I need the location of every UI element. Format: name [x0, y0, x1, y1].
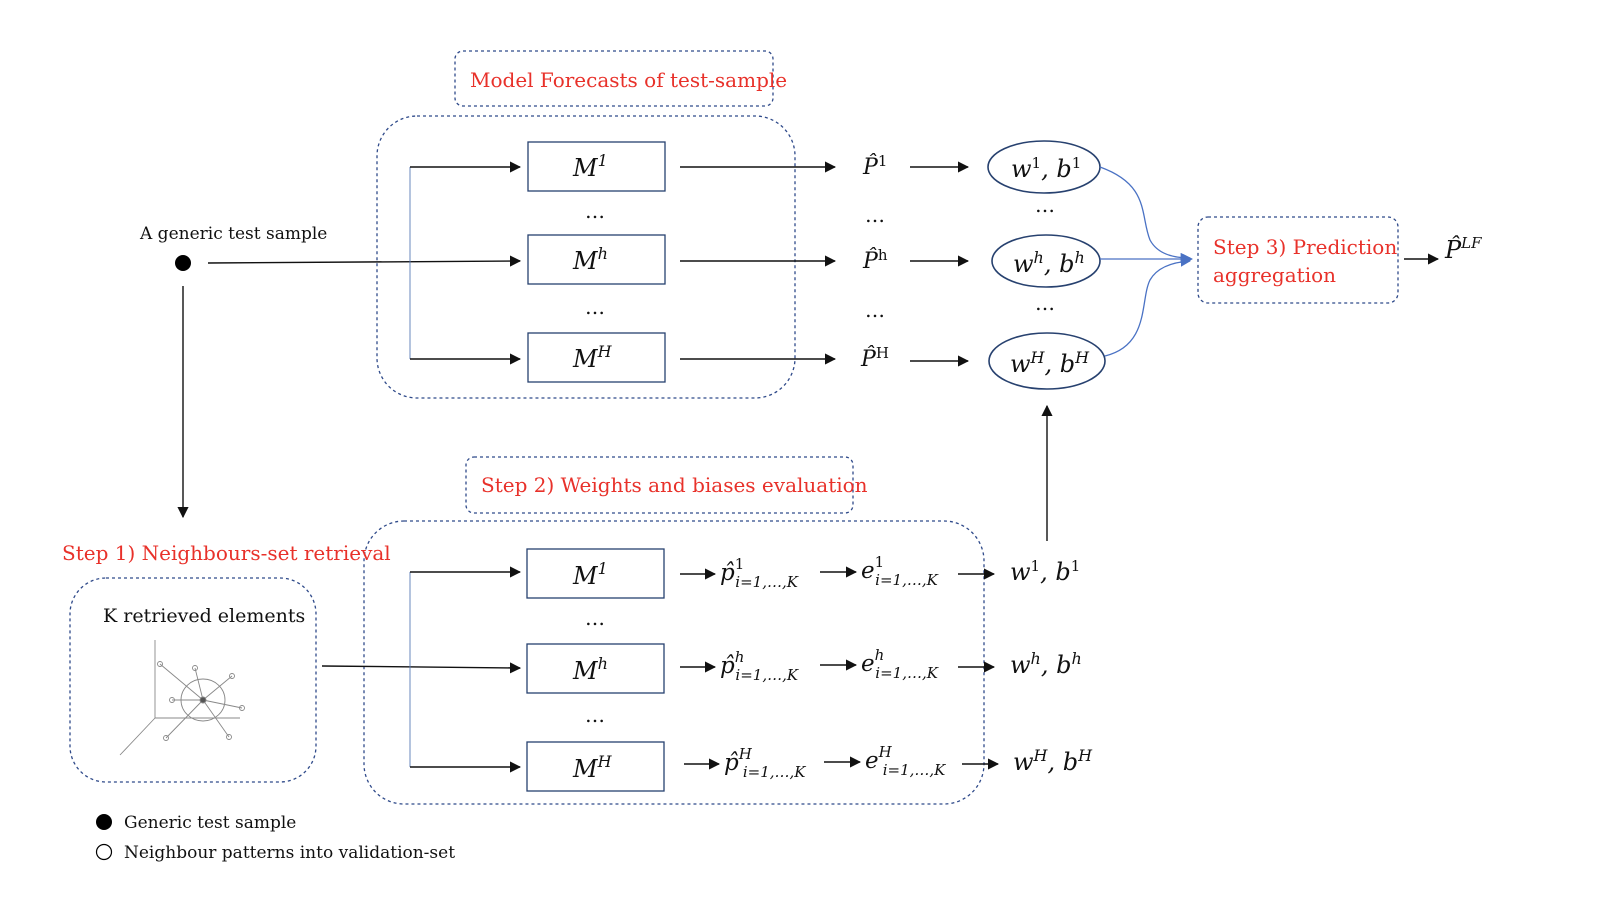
step2-label-box	[465, 456, 854, 514]
ellipsis-forecast-2: …	[865, 298, 885, 322]
model-box-bottom-H	[526, 741, 665, 792]
weights-ellipse-H	[988, 332, 1106, 390]
model-box-bottom-h	[526, 643, 665, 694]
model-box-top-h	[527, 234, 666, 285]
model-box-bottom-1	[526, 548, 665, 599]
weights-label-h: wh, bh	[1013, 248, 1085, 278]
ellipsis-forecast-1: …	[865, 203, 885, 227]
aggregation-arrow-1	[1099, 166, 1192, 264]
model-label-top-H: MH	[572, 342, 613, 373]
ellipsis-top-2: …	[585, 295, 605, 319]
forecast-1: P̂1	[862, 152, 887, 180]
model-forecasts-container	[376, 115, 796, 399]
svg-text:eHi=1,…,K: eHi=1,…,K	[865, 743, 946, 779]
step3-label-line2: aggregation	[1213, 263, 1336, 287]
legend-empty-dot	[95, 843, 113, 861]
forecast-H: P̂H	[860, 344, 889, 372]
step1-label: Step 1) Neighbours-set retrieval	[62, 541, 391, 565]
final-prediction: P̂LF	[1444, 234, 1482, 264]
svg-text:wh, bh: wh, bh	[1010, 649, 1082, 679]
k-retrieved-label: K retrieved elements	[103, 605, 305, 627]
step1-box	[69, 577, 317, 783]
aggregation-arrow-H	[1104, 256, 1192, 357]
test-sample-arrow	[207, 255, 522, 267]
model-label-top-h: Mh	[572, 244, 608, 275]
test-sample-label: A generic test sample	[139, 224, 327, 244]
step3-label-line1: Step 3) Prediction	[1213, 235, 1397, 259]
ellipsis-weights-1: …	[1035, 193, 1055, 217]
ellipsis-bottom-2: …	[585, 703, 605, 727]
svg-text:w1, b1: w1, b1	[1010, 557, 1080, 586]
weights-label-1: w1, b1	[1011, 154, 1081, 183]
legend-filled-dot	[96, 814, 112, 830]
step3-box	[1197, 216, 1399, 304]
ellipsis-top-1: …	[585, 199, 605, 223]
weights-ellipse-h	[991, 234, 1101, 288]
model-label-bottom-1: M1	[572, 559, 608, 590]
svg-text:p̂1i=1,…,K: p̂1i=1,…,K	[720, 555, 799, 591]
legend-empty-label: Neighbour patterns into validation-set	[124, 843, 455, 863]
legend-filled-label: Generic test sample	[124, 813, 296, 833]
model-label-top-1: M1	[572, 151, 608, 182]
svg-text:p̂Hi=1,…,K: p̂Hi=1,…,K	[724, 745, 806, 781]
model-box-top-H	[527, 332, 666, 383]
test-sample-dot	[175, 255, 191, 271]
model-label-bottom-H: MH	[572, 752, 613, 783]
model-box-top-1	[527, 141, 666, 192]
model-forecasts-label: Model Forecasts of test-sample	[470, 68, 787, 92]
forecast-h: P̂h	[862, 246, 888, 274]
step2-label: Step 2) Weights and biases evaluation	[481, 473, 868, 497]
svg-text:wH, bH: wH, bH	[1013, 746, 1093, 776]
svg-text:ehi=1,…,K: ehi=1,…,K	[861, 646, 939, 682]
arrow-step1-to-models	[321, 662, 522, 674]
svg-text:p̂hi=1,…,K: p̂hi=1,…,K	[720, 648, 799, 684]
model-label-bottom-h: Mh	[572, 654, 608, 685]
ellipsis-weights-2: …	[1035, 291, 1055, 315]
model-forecasts-label-box	[454, 50, 774, 107]
weights-label-H: wH, bH	[1010, 348, 1090, 378]
svg-text:e1i=1,…,K: e1i=1,…,K	[861, 553, 939, 589]
ellipsis-bottom-1: …	[585, 606, 605, 630]
neighbour-sketch	[119, 640, 245, 756]
